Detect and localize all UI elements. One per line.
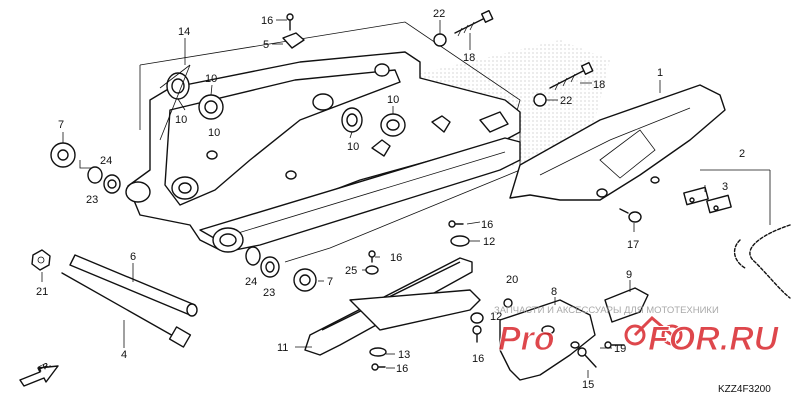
washer-22-top	[433, 33, 447, 47]
callout-6: 6	[130, 251, 136, 263]
callout-17: 17	[627, 239, 639, 251]
callouts: 16 5 22 18 14 10 10 10 10 10 18 22 1 7 2…	[36, 8, 745, 391]
drive-chain	[733, 224, 791, 299]
callout-22-a: 22	[433, 8, 445, 20]
bolt-17	[619, 208, 642, 223]
bolt-16-top	[286, 13, 294, 31]
bearing-10-b	[198, 94, 224, 120]
dust-seal-7-right	[293, 268, 317, 292]
pivot-bolt	[61, 272, 192, 348]
collar-25	[365, 265, 379, 275]
callout-21: 21	[36, 286, 48, 298]
chain-guide	[499, 299, 596, 381]
callout-7-a: 7	[58, 119, 64, 131]
callout-10-d: 10	[387, 94, 399, 106]
nut-21	[31, 249, 51, 271]
leader-lines	[41, 19, 661, 378]
callout-24-a: 24	[100, 155, 112, 167]
pivot-shaft	[69, 254, 198, 317]
bearing-10-d	[380, 113, 406, 137]
callout-16-a: 16	[261, 15, 273, 27]
bearing-10-c	[341, 107, 363, 133]
direction-arrow: FR.	[19, 360, 59, 387]
chain-case	[509, 84, 726, 201]
callout-3: 3	[722, 181, 728, 193]
grommet-12-upper	[450, 235, 470, 247]
callout-23-b: 23	[263, 287, 275, 299]
callout-12-b: 12	[490, 311, 502, 323]
callout-13: 13	[398, 349, 410, 361]
bolt-16-mid	[368, 250, 376, 263]
swingarm-group-frame-bottom	[79, 160, 92, 169]
callout-1: 1	[657, 67, 663, 79]
callout-2: 2	[739, 148, 745, 160]
clip-5	[282, 32, 305, 49]
grommet-12-lower	[470, 312, 484, 324]
callout-9: 9	[626, 269, 632, 281]
callout-23-a: 23	[86, 194, 98, 206]
callout-16-e: 16	[396, 363, 408, 375]
callout-19: 19	[614, 343, 626, 355]
bolt-18-top	[454, 9, 494, 37]
watermark-brand-left: Pro	[498, 320, 555, 358]
watermark: ЗАПЧАСТИ И АКСЕССУАРЫ ДЛЯ МОТОТЕХНИКИ Pr…	[494, 305, 780, 359]
callout-25: 25	[345, 265, 357, 277]
callout-14: 14	[178, 26, 190, 38]
bolt-16-upper	[448, 220, 464, 228]
callout-18-a: 18	[463, 52, 475, 64]
collar-24-left	[87, 166, 103, 184]
screw-19	[604, 341, 625, 349]
bolt-18-right	[549, 61, 594, 91]
callout-22-b: 22	[560, 95, 572, 107]
watermark-tagline: ЗАПЧАСТИ И АКСЕССУАРЫ ДЛЯ МОТОТЕХНИКИ	[494, 305, 719, 316]
swingarm-group-frame	[139, 21, 521, 119]
bearing-10-a	[166, 72, 190, 100]
callout-16-b: 16	[481, 219, 493, 231]
dust-seal-7-left	[50, 142, 76, 168]
callout-24-b: 24	[245, 276, 257, 288]
callout-20: 20	[506, 274, 518, 286]
bolt-15	[577, 347, 597, 368]
callout-5: 5	[263, 39, 269, 51]
watermark-moto-icon	[624, 315, 683, 346]
diagram-code: KZZ4F3200	[718, 384, 771, 395]
washer-22-right	[533, 93, 547, 107]
callout-7-b: 7	[327, 276, 333, 288]
callout-15: 15	[582, 379, 594, 391]
nut-20	[503, 298, 513, 308]
callout-18-b: 18	[593, 79, 605, 91]
bolt-16-bottom	[371, 363, 386, 371]
callout-10-b: 10	[175, 114, 187, 126]
callout-10-c: 10	[208, 127, 220, 139]
washer-13	[369, 347, 387, 357]
collar-24-right	[245, 246, 261, 266]
bearing-23-right	[260, 256, 280, 278]
bolt-16-lower	[472, 325, 482, 343]
callout-4: 4	[121, 349, 127, 361]
callout-10-e: 10	[347, 141, 359, 153]
callout-16-d: 16	[472, 353, 484, 365]
callout-16-c: 16	[390, 252, 402, 264]
bearing-23-left	[103, 174, 121, 194]
callout-10-a: 10	[205, 73, 217, 85]
watermark-brand-right: FOR.RU	[648, 320, 780, 358]
callout-12-a: 12	[483, 236, 495, 248]
chain-slider	[304, 257, 481, 356]
callout-8: 8	[551, 286, 557, 298]
callout-11: 11	[277, 342, 288, 354]
chain-master-link	[683, 186, 732, 214]
swingarm	[125, 51, 521, 253]
